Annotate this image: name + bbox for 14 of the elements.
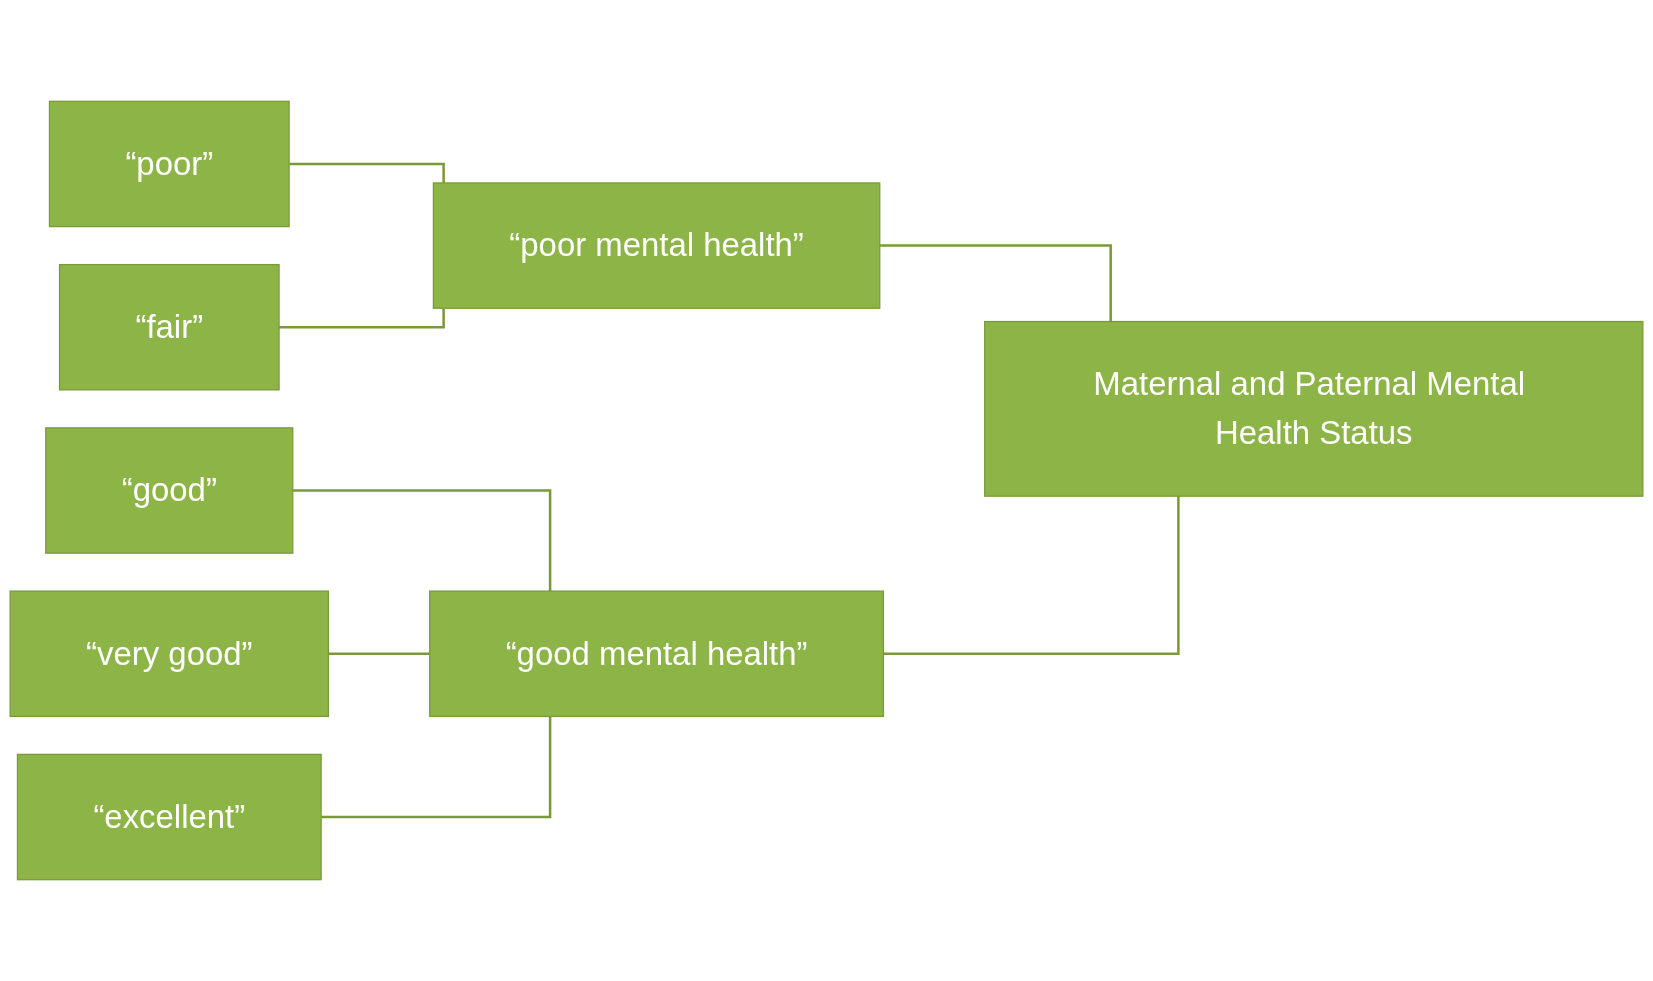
node-box: “good” [45,427,294,554]
node-box: “excellent” [16,753,322,881]
node-box: “good mental health” [429,590,885,718]
node-box: Maternal and Paternal Mental Health Status [984,320,1644,497]
connector [279,308,445,329]
node-box: “poor mental health” [432,182,881,309]
connector [289,162,445,183]
connector [879,244,1112,322]
node-box: “fair” [58,263,280,391]
node-box: “poor” [48,100,290,228]
connector [321,716,552,819]
connector [883,496,1180,656]
node-box: “very good” [9,590,330,718]
connector [292,489,552,592]
